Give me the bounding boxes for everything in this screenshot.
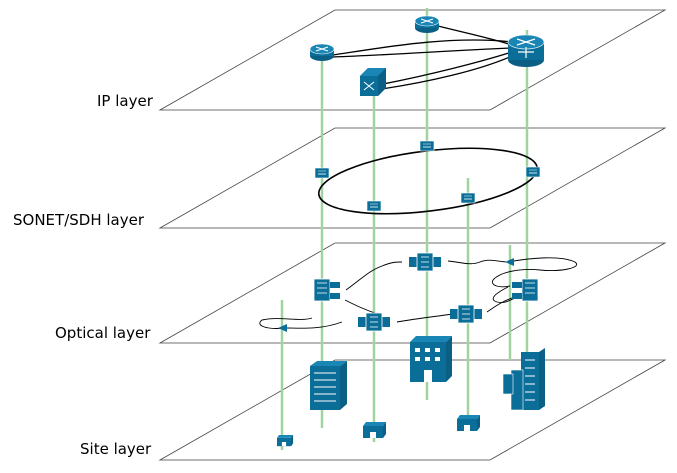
sonet-adm-icon xyxy=(314,167,330,179)
sonet-adm-icon xyxy=(460,192,476,204)
site-node-icon xyxy=(457,415,480,431)
atm-switch-icon xyxy=(360,68,386,96)
sonet-adm-icon xyxy=(525,166,541,178)
optical-layer-label: Optical layer xyxy=(55,324,151,342)
office-building-icon xyxy=(410,336,452,382)
site-node-icon xyxy=(363,422,386,438)
ip-layer-label: IP layer xyxy=(97,92,153,110)
router-icon xyxy=(309,43,335,62)
fiber-arrow xyxy=(278,258,514,332)
sonet-sdh-layer-label: SONET/SDH layer xyxy=(13,211,144,229)
core-router-icon xyxy=(507,34,545,67)
ip-links xyxy=(332,25,513,91)
site-layer-label: Site layer xyxy=(80,440,152,458)
office-building-icon xyxy=(502,348,545,411)
sonet-adm-icon xyxy=(419,140,435,152)
optical-plane xyxy=(158,242,667,344)
ip-plane xyxy=(158,9,667,111)
site-node-icon xyxy=(277,435,294,447)
router-icon xyxy=(414,15,440,34)
sonet-adm-icon xyxy=(366,200,382,212)
sonet-sdh-plane xyxy=(158,127,667,229)
office-building-icon xyxy=(310,361,347,410)
